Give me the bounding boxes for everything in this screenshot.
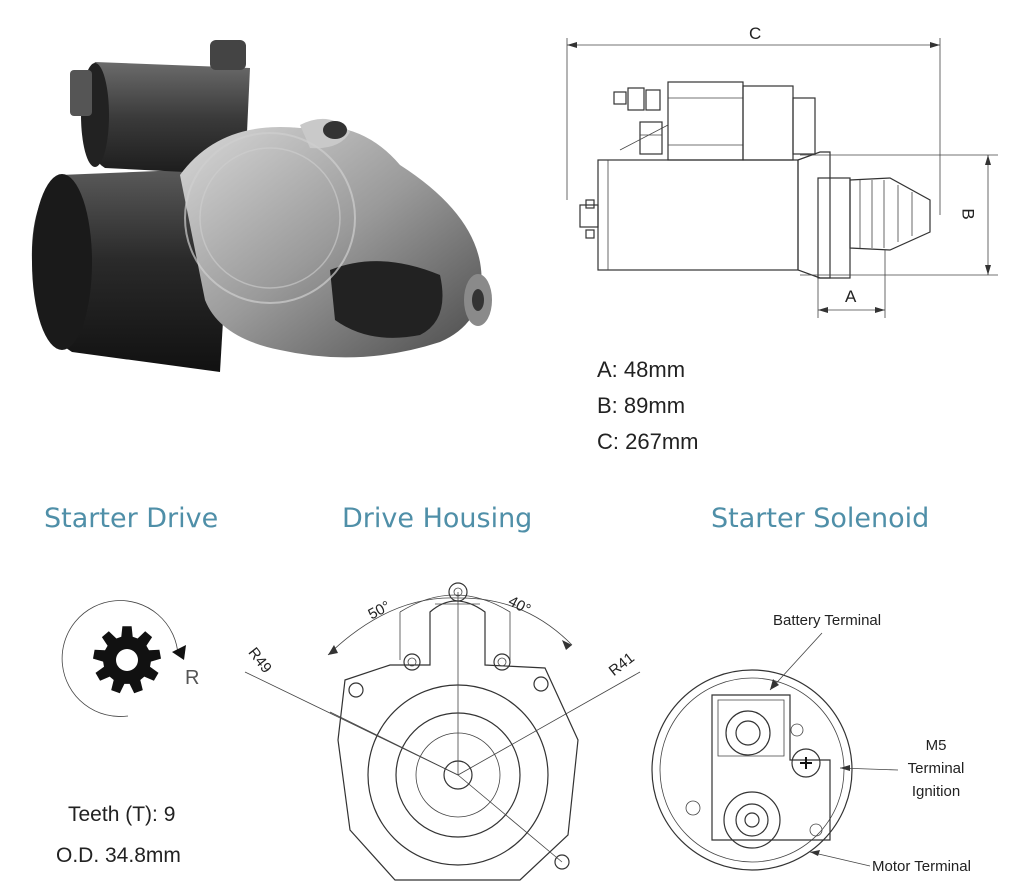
drive-housing-title: Drive Housing [342, 503, 533, 534]
rotation-label: R [185, 667, 200, 689]
terminal-label: Terminal [907, 760, 965, 777]
teeth-count: Teeth (T): 9 [68, 803, 176, 826]
gear-bore [116, 649, 138, 671]
dimension-b: B: 89mm [597, 393, 686, 418]
dimension-a-label: A [845, 287, 857, 306]
dimension-c: C: 267mm [597, 429, 699, 454]
battery-terminal-label: Battery Terminal [773, 612, 882, 629]
motor-terminal-label: Motor Terminal [872, 858, 971, 875]
m5-terminal-ignition-label: M5 Terminal Ignition [895, 734, 977, 803]
dimension-a: A: 48mm [597, 357, 686, 382]
m5-label: M5 [925, 737, 947, 754]
outer-diameter: O.D. 34.8mm [56, 844, 181, 867]
starter-drive-title: Starter Drive [44, 503, 219, 534]
dimension-c-label: C [749, 24, 762, 43]
dimension-list: A: 48mm B: 89mm C: 267mm [597, 352, 698, 460]
starter-solenoid-title: Starter Solenoid [711, 503, 930, 534]
ignition-label: Ignition [911, 783, 961, 800]
